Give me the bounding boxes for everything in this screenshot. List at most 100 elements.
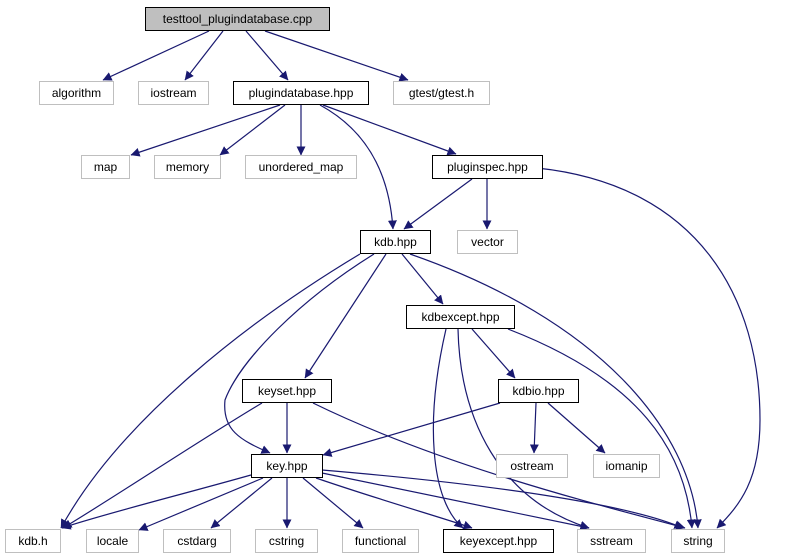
node-label-keyset: keyset.hpp [258,384,316,398]
edge-pluginspec-to-kdbhpp [403,178,473,230]
node-keyset[interactable]: keyset.hpp [242,379,332,403]
node-cstdarg: cstdarg [163,529,231,553]
edge-keyhpp-to-kdbh [61,474,252,530]
edge-kdbhpp-to-kdbexcept [401,253,444,305]
edge-kdbio-to-keyhpp [322,402,501,457]
node-box-algorithm [39,81,114,105]
edge-keyhpp-to-string [321,469,684,529]
node-box-cstdarg [163,529,231,553]
edge-kdbhpp-to-keyset [304,253,387,379]
edge-root-to-algorithm [102,30,210,81]
node-label-iomanip: iomanip [605,459,647,473]
node-cstring: cstring [255,529,318,553]
node-kdbio[interactable]: kdbio.hpp [498,379,579,403]
node-box-plugindatabase [233,81,369,105]
node-label-string: string [683,534,712,548]
node-label-sstream: sstream [590,534,633,548]
node-box-unordered_map [245,155,357,179]
edge-keyset-to-kdbh [62,402,263,529]
node-string: string [671,529,725,553]
node-keyexcept[interactable]: keyexcept.hpp [443,529,554,553]
edge-keyhpp-to-keyexcept [315,477,473,530]
edge-root-to-iostream [184,30,224,81]
edge-kdbio-to-ostream [529,402,539,454]
node-box-kdbh [5,529,61,553]
node-label-cstdarg: cstdarg [177,534,216,548]
node-box-functional [342,529,419,553]
node-kdbexcept[interactable]: kdbexcept.hpp [406,305,515,329]
edge-pluginspec-to-string [536,167,761,529]
node-box-vector [457,230,518,254]
edges-layer [60,30,761,531]
node-label-kdbh: kdb.h [18,534,47,548]
node-functional: functional [342,529,419,553]
node-label-keyexcept: keyexcept.hpp [460,534,538,548]
node-memory: memory [154,155,221,179]
node-label-algorithm: algorithm [52,86,101,100]
node-box-keyhpp [251,454,323,478]
node-label-locale: locale [97,534,129,548]
node-keyhpp[interactable]: key.hpp [251,454,323,478]
node-root[interactable]: testtool_plugindatabase.cpp [145,7,330,31]
node-label-iostream: iostream [150,86,196,100]
node-box-root [145,7,330,31]
node-label-kdbhpp: kdb.hpp [374,235,417,249]
node-ostream: ostream [496,454,568,478]
node-label-vector: vector [471,235,504,249]
edge-kdbexcept-to-sstream [457,328,590,530]
node-label-pluginspec: pluginspec.hpp [447,160,528,174]
edge-keyset-to-string [312,402,686,531]
node-label-map: map [94,160,118,174]
edge-plugindatabase-to-map [130,104,281,157]
node-plugindatabase[interactable]: plugindatabase.hpp [233,81,369,105]
node-map: map [81,155,130,179]
node-box-pluginspec [432,155,543,179]
edge-kdbhpp-to-kdbh [60,253,361,529]
node-label-root: testtool_plugindatabase.cpp [163,12,313,26]
node-box-kdbexcept [406,305,515,329]
node-box-memory [154,155,221,179]
edge-keyhpp-to-cstdarg [210,477,273,529]
node-unordered_map: unordered_map [245,155,357,179]
edge-kdbio-to-iomanip [547,402,606,454]
node-box-string [671,529,725,553]
edge-plugindatabase-to-pluginspec [322,104,457,156]
node-box-iomanip [593,454,660,478]
node-label-cstring: cstring [269,534,304,548]
node-box-map [81,155,130,179]
edge-root-to-plugindatabase [245,30,289,81]
edge-kdbhpp-to-keyhpp [224,253,375,454]
edge-kdbexcept-to-string [507,328,696,529]
edge-plugindatabase-to-memory [219,104,286,156]
edge-plugindatabase-to-kdbhpp [319,104,397,230]
edge-keyhpp-to-functional [302,477,364,529]
node-label-ostream: ostream [510,459,553,473]
node-label-kdbexcept: kdbexcept.hpp [421,310,499,324]
node-gtest: gtest/gtest.h [393,81,490,105]
edge-keyhpp-to-locale [138,477,264,531]
edge-keyhpp-to-sstream [321,472,590,531]
node-label-unordered_map: unordered_map [259,160,344,174]
node-label-plugindatabase: plugindatabase.hpp [249,86,354,100]
nodes-layer: testtool_plugindatabase.cpp algorithm iost… [5,7,725,553]
node-sstream: sstream [577,529,646,553]
node-box-iostream [138,81,209,105]
node-box-keyexcept [443,529,554,553]
node-label-kdbio: kdbio.hpp [512,384,564,398]
node-box-cstring [255,529,318,553]
node-label-functional: functional [355,534,406,548]
node-label-gtest: gtest/gtest.h [409,86,474,100]
node-pluginspec[interactable]: pluginspec.hpp [432,155,543,179]
edge-root-to-gtest [264,30,409,82]
node-box-kdbhpp [360,230,431,254]
node-kdbh: kdb.h [5,529,61,553]
node-iomanip: iomanip [593,454,660,478]
edge-kdbexcept-to-keyexcept [432,328,464,529]
node-vector: vector [457,230,518,254]
node-box-sstream [577,529,646,553]
node-algorithm: algorithm [39,81,114,105]
node-box-keyset [242,379,332,403]
node-kdbhpp[interactable]: kdb.hpp [360,230,431,254]
edge-kdbexcept-to-kdbio [471,328,516,379]
